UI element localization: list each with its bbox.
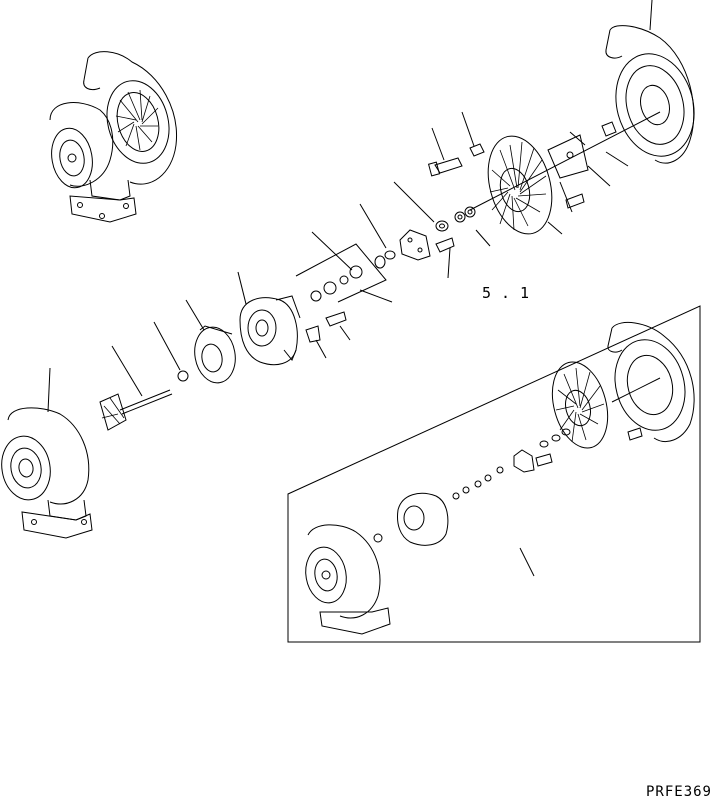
exploded-parts-main-axis [100, 112, 660, 430]
assembly-inset-box [288, 306, 700, 642]
turbine-housing-left [0, 368, 92, 538]
section-reference-label: 5.1 [482, 284, 540, 302]
drawing-code-label: PRFE369 [645, 784, 712, 800]
assembled-turbocharger-top-left [47, 52, 178, 222]
compressor-housing-top-right [605, 0, 705, 165]
